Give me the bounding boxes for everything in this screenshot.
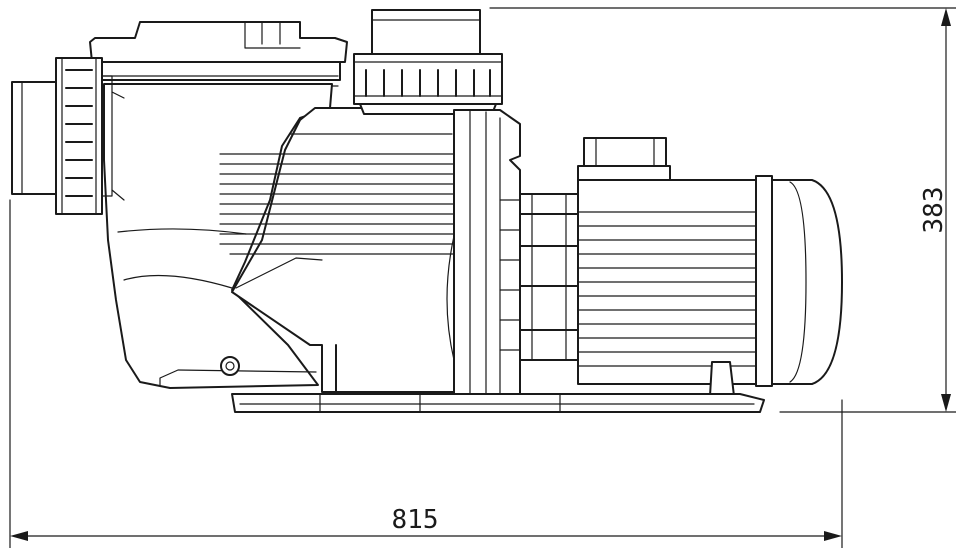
width-dimension-label: 815 [392, 505, 439, 535]
inlet-union [11, 57, 113, 215]
height-dimension: 383 [489, 7, 956, 413]
motor-fins [577, 211, 757, 367]
motor [577, 137, 843, 397]
cooling-fins [219, 153, 457, 255]
seal-plate-flange [446, 109, 521, 397]
height-dimension-label: 383 [919, 187, 949, 234]
motor-adapter [519, 193, 579, 361]
pump-volute [219, 107, 459, 393]
width-dimension: 815 [9, 199, 843, 548]
outlet-union [353, 9, 503, 115]
base-plate [231, 393, 765, 413]
